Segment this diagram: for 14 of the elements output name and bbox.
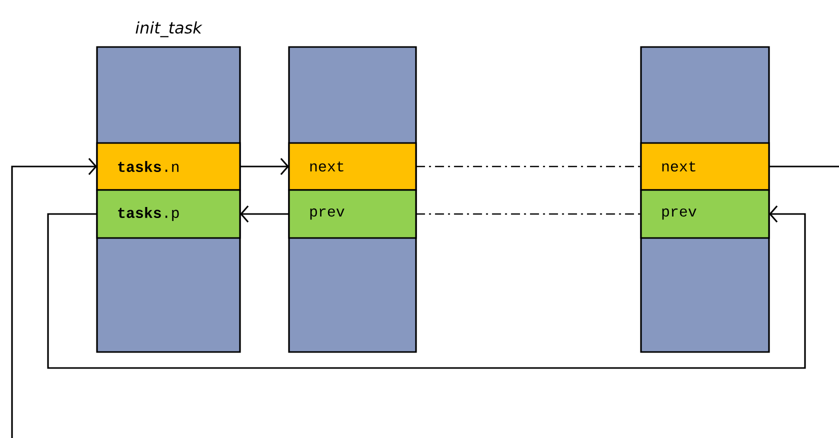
pointer-field: tasks.p [96, 189, 241, 239]
pointer-field: next [640, 142, 770, 191]
dash-dot-line [416, 166, 641, 168]
column-heading: init_task [136, 21, 202, 38]
connector-line [769, 166, 839, 168]
dash-dot-line [416, 213, 641, 215]
arrow [47, 205, 806, 369]
pointer-field: tasks.n [96, 142, 241, 191]
arrow [240, 205, 289, 223]
arrow [240, 158, 289, 176]
pointer-field: prev [640, 189, 770, 239]
arrow [11, 158, 97, 438]
pointer-field: next [288, 142, 417, 191]
pointer-field: prev [288, 189, 417, 239]
